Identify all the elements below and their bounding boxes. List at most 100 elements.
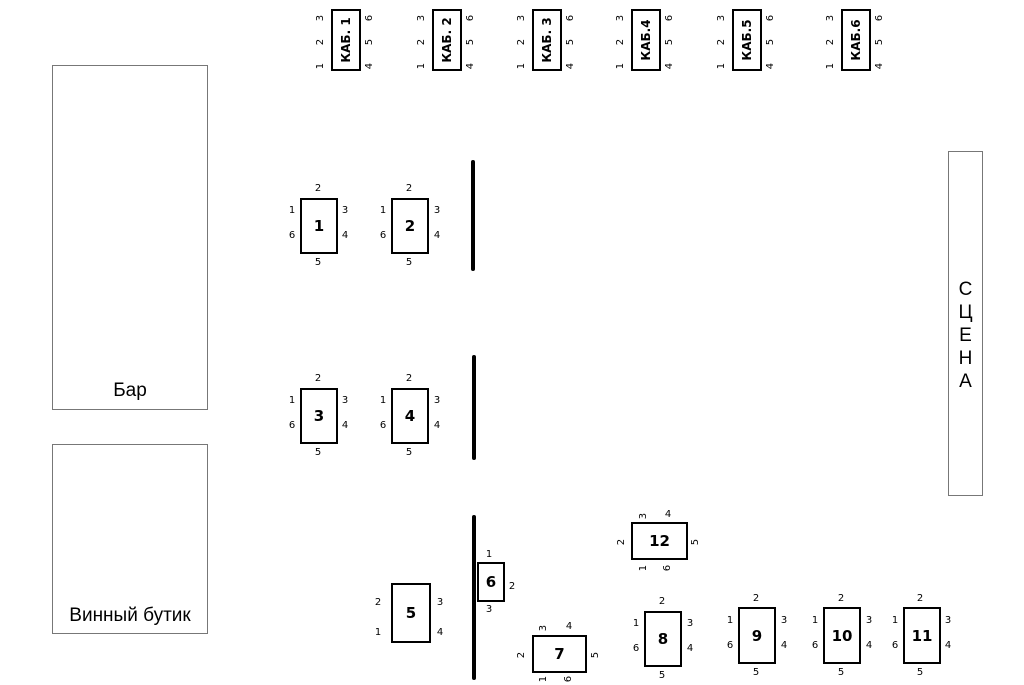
table-11[interactable]: 11 xyxy=(903,607,941,664)
bar-zone: Бар xyxy=(52,65,208,410)
table-seat: 4 xyxy=(341,420,349,431)
table-seat: 5 xyxy=(314,447,322,458)
table-seat: 3 xyxy=(485,604,493,615)
divider-line xyxy=(471,160,475,271)
table-9[interactable]: 9 xyxy=(738,607,776,664)
cabin-seat: 2 xyxy=(516,38,527,46)
cabin-6[interactable]: КАБ.6 xyxy=(841,9,871,71)
cabin-seat: 1 xyxy=(825,62,836,70)
table-seat: 5 xyxy=(916,667,924,678)
cabin-label: КАБ. 1 xyxy=(339,17,353,63)
cabin-label: КАБ. 2 xyxy=(440,17,454,63)
table-10[interactable]: 10 xyxy=(823,607,861,664)
table-5[interactable]: 5 xyxy=(391,583,431,643)
table-seat: 3 xyxy=(538,624,549,632)
table-3[interactable]: 3 xyxy=(300,388,338,444)
table-seat: 2 xyxy=(752,593,760,604)
table-seat: 2 xyxy=(405,183,413,194)
table-seat: 3 xyxy=(433,395,441,406)
cabin-seat: 5 xyxy=(565,38,576,46)
table-12[interactable]: 12 xyxy=(631,522,688,560)
cabin-seat: 2 xyxy=(615,38,626,46)
table-seat: 1 xyxy=(726,615,734,626)
table-label: 8 xyxy=(657,630,669,648)
cabin-seat: 1 xyxy=(716,62,727,70)
table-seat: 2 xyxy=(616,538,627,546)
table-seat: 1 xyxy=(485,549,493,560)
table-8[interactable]: 8 xyxy=(644,611,682,667)
table-seat: 4 xyxy=(436,627,444,638)
cabin-seat: 4 xyxy=(465,62,476,70)
table-seat: 6 xyxy=(563,675,574,683)
cabin-seat: 1 xyxy=(315,62,326,70)
table-seat: 6 xyxy=(662,564,673,572)
cabin-seat: 3 xyxy=(416,14,427,22)
table-seat: 3 xyxy=(944,615,952,626)
cabin-seat: 6 xyxy=(565,14,576,22)
table-label: 12 xyxy=(649,532,670,550)
table-seat: 5 xyxy=(405,257,413,268)
cabin-label: КАБ. 3 xyxy=(540,17,554,63)
table-label: 9 xyxy=(751,626,763,645)
table-seat: 2 xyxy=(516,651,527,659)
cabin-seat: 6 xyxy=(765,14,776,22)
table-seat: 4 xyxy=(341,230,349,241)
table-label: 5 xyxy=(405,604,417,622)
table-seat: 1 xyxy=(288,205,296,216)
cabin-label: КАБ.5 xyxy=(740,19,754,61)
cabin-seat: 5 xyxy=(364,38,375,46)
table-seat: 6 xyxy=(379,230,387,241)
table-seat: 5 xyxy=(752,667,760,678)
stage-letter: А xyxy=(959,371,972,392)
table-seat: 1 xyxy=(811,615,819,626)
table-seat: 3 xyxy=(686,618,694,629)
table-seat: 4 xyxy=(780,640,788,651)
cabin-seat: 3 xyxy=(516,14,527,22)
cabin-seat: 1 xyxy=(516,62,527,70)
cabin-5[interactable]: КАБ.5 xyxy=(732,9,762,71)
table-label: 2 xyxy=(404,217,416,235)
table-seat: 2 xyxy=(405,373,413,384)
table-2[interactable]: 2 xyxy=(391,198,429,254)
cabin-seat: 5 xyxy=(465,38,476,46)
table-label: 1 xyxy=(313,217,325,235)
table-seat: 2 xyxy=(658,596,666,607)
table-4[interactable]: 4 xyxy=(391,388,429,444)
table-seat: 6 xyxy=(726,640,734,651)
cabin-seat: 6 xyxy=(364,14,375,22)
table-seat: 1 xyxy=(632,618,640,629)
cabin-seat: 5 xyxy=(874,38,885,46)
cabin-3[interactable]: КАБ. 3 xyxy=(532,9,562,71)
table-seat: 3 xyxy=(865,615,873,626)
cabin-4[interactable]: КАБ.4 xyxy=(631,9,661,71)
stage-letter: Е xyxy=(959,325,972,346)
table-seat: 3 xyxy=(436,597,444,608)
table-seat: 3 xyxy=(638,512,649,520)
wine-boutique-label: Винный бутик xyxy=(69,605,191,626)
table-seat: 6 xyxy=(288,230,296,241)
cabin-seat: 6 xyxy=(465,14,476,22)
table-seat: 6 xyxy=(811,640,819,651)
cabin-seat: 1 xyxy=(416,62,427,70)
table-seat: 2 xyxy=(837,593,845,604)
table-seat: 4 xyxy=(944,640,952,651)
table-seat: 1 xyxy=(379,395,387,406)
table-seat: 6 xyxy=(891,640,899,651)
stage-letter: С xyxy=(958,279,973,300)
table-seat: 4 xyxy=(664,509,672,520)
stage-label: С Ц Е Н А xyxy=(949,278,982,393)
cabin-seat: 4 xyxy=(364,62,375,70)
cabin-1[interactable]: КАБ. 1 xyxy=(331,9,361,71)
table-6[interactable]: 6 xyxy=(477,562,505,602)
cabin-label: КАБ.4 xyxy=(639,19,653,61)
cabin-2[interactable]: КАБ. 2 xyxy=(432,9,462,71)
table-seat: 6 xyxy=(632,643,640,654)
stage-letter: Н xyxy=(958,348,973,369)
table-seat: 4 xyxy=(865,640,873,651)
table-seat: 3 xyxy=(341,395,349,406)
table-seat: 1 xyxy=(288,395,296,406)
cabin-seat: 1 xyxy=(615,62,626,70)
table-1[interactable]: 1 xyxy=(300,198,338,254)
table-7[interactable]: 7 xyxy=(532,635,587,673)
table-seat: 1 xyxy=(374,627,382,638)
